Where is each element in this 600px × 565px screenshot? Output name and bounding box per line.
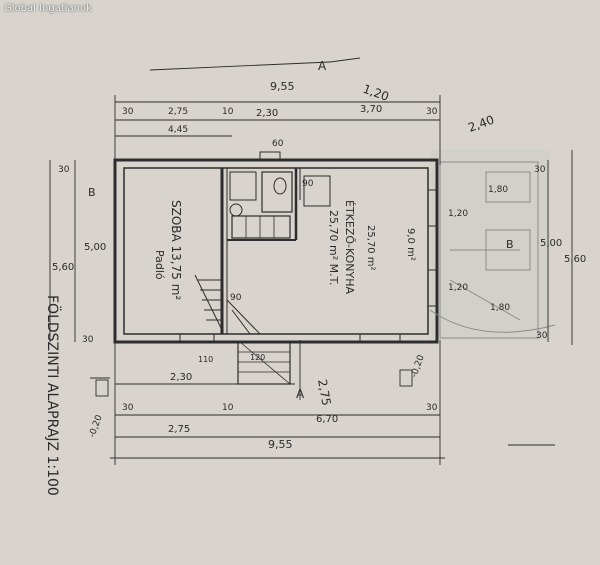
dim-label: 4,45 [168,125,188,135]
inner-wall-line [123,167,429,335]
dimension-lines [49,57,573,465]
dim-label: 30 [426,107,438,117]
entrance [179,151,438,385]
dim-label: 30 [58,165,70,175]
porch-diag [239,341,291,385]
annex-curve [429,309,556,333]
dim-label: 90 [230,293,242,303]
dim-label: 30 [122,107,134,117]
room-etkezo: ÉTKEZŐ-KONYHA [343,200,357,294]
dim-label: 5,00 [84,242,106,253]
plan-title: FÖLDSZINTI ALAPRAJZ 1:100 [44,295,62,496]
room-szoba: SZOBA 13,75 m² [169,200,183,300]
bathroom [261,171,293,213]
window-bottom [179,333,215,343]
dim-label: 30 [536,331,548,341]
stairs [194,274,261,335]
labels: FÖLDSZINTI ALAPRAJZ 1:100 SZOBA 13,75 m²… [44,59,586,496]
window-right [427,189,438,227]
sink-icon [229,203,243,217]
dim-label: 3,70 [360,104,382,115]
level-box-right [399,369,413,387]
dim-label: 9,55 [268,438,293,451]
dim-label: B [88,186,96,199]
kitchen-counter [231,215,291,239]
dim-label: 1,20 [448,283,468,293]
dim-label: 5,00 [540,238,562,249]
dim-label: 1,20 [448,209,468,219]
dim-label: 2,75 [168,424,190,435]
window-right-2 [427,269,438,307]
right-room-area: 9,0 m² [405,228,416,261]
annex-outline [439,161,539,339]
dim-label: 1,80 [490,303,510,313]
dim-top-total: 9,55 [270,80,295,93]
stair-diagonal-2 [226,299,261,335]
level-box-left [95,379,109,397]
dim-label: 60 [272,139,284,149]
section-line-top [149,61,331,71]
dim-label: 30 [122,403,134,413]
dim-label: 2,30 [170,372,192,383]
dim-label: 2,30 [256,108,278,119]
section-line-top-2 [329,57,361,63]
annex-box-1 [485,171,531,203]
dim-label: 120 [250,353,265,362]
area-mark: 25,70 m² [365,225,376,271]
stair-diagonal-3 [231,309,251,335]
interior-walls [220,168,331,334]
watermark-text: Global Ingatlanok [4,3,92,14]
annex-line-2 [449,279,521,321]
shower [229,171,257,201]
pencil-note: 2,75 [315,378,333,407]
dim-label: 5,60 [52,262,74,273]
room-etkezo-area: 25,70 m² M.T. [327,210,340,286]
toilet-icon [273,177,287,195]
dim-label: B [506,238,514,251]
dim-label: 30 [534,165,546,175]
dim-label: 90 [302,179,314,189]
stair-diagonal [194,274,223,331]
window-bottom-2 [359,333,401,343]
dim-label: 2,75 [168,107,188,117]
dim-label: 110 [198,355,213,364]
dim-label: 30 [82,335,94,345]
section-mark: A [296,387,305,401]
section-mark: A [318,59,327,73]
stair-box [303,175,331,207]
dim-label: 10 [222,107,234,117]
dim-label: 5,60 [564,254,586,265]
room-szoba-floor: Padló [153,250,166,280]
dim-label: 10 [222,403,234,413]
dim-label: 30 [426,403,438,413]
window-top [259,151,281,161]
pencil-annex [429,161,556,339]
dim-label: 6,70 [316,414,338,425]
dim-label: 1,80 [488,185,508,195]
